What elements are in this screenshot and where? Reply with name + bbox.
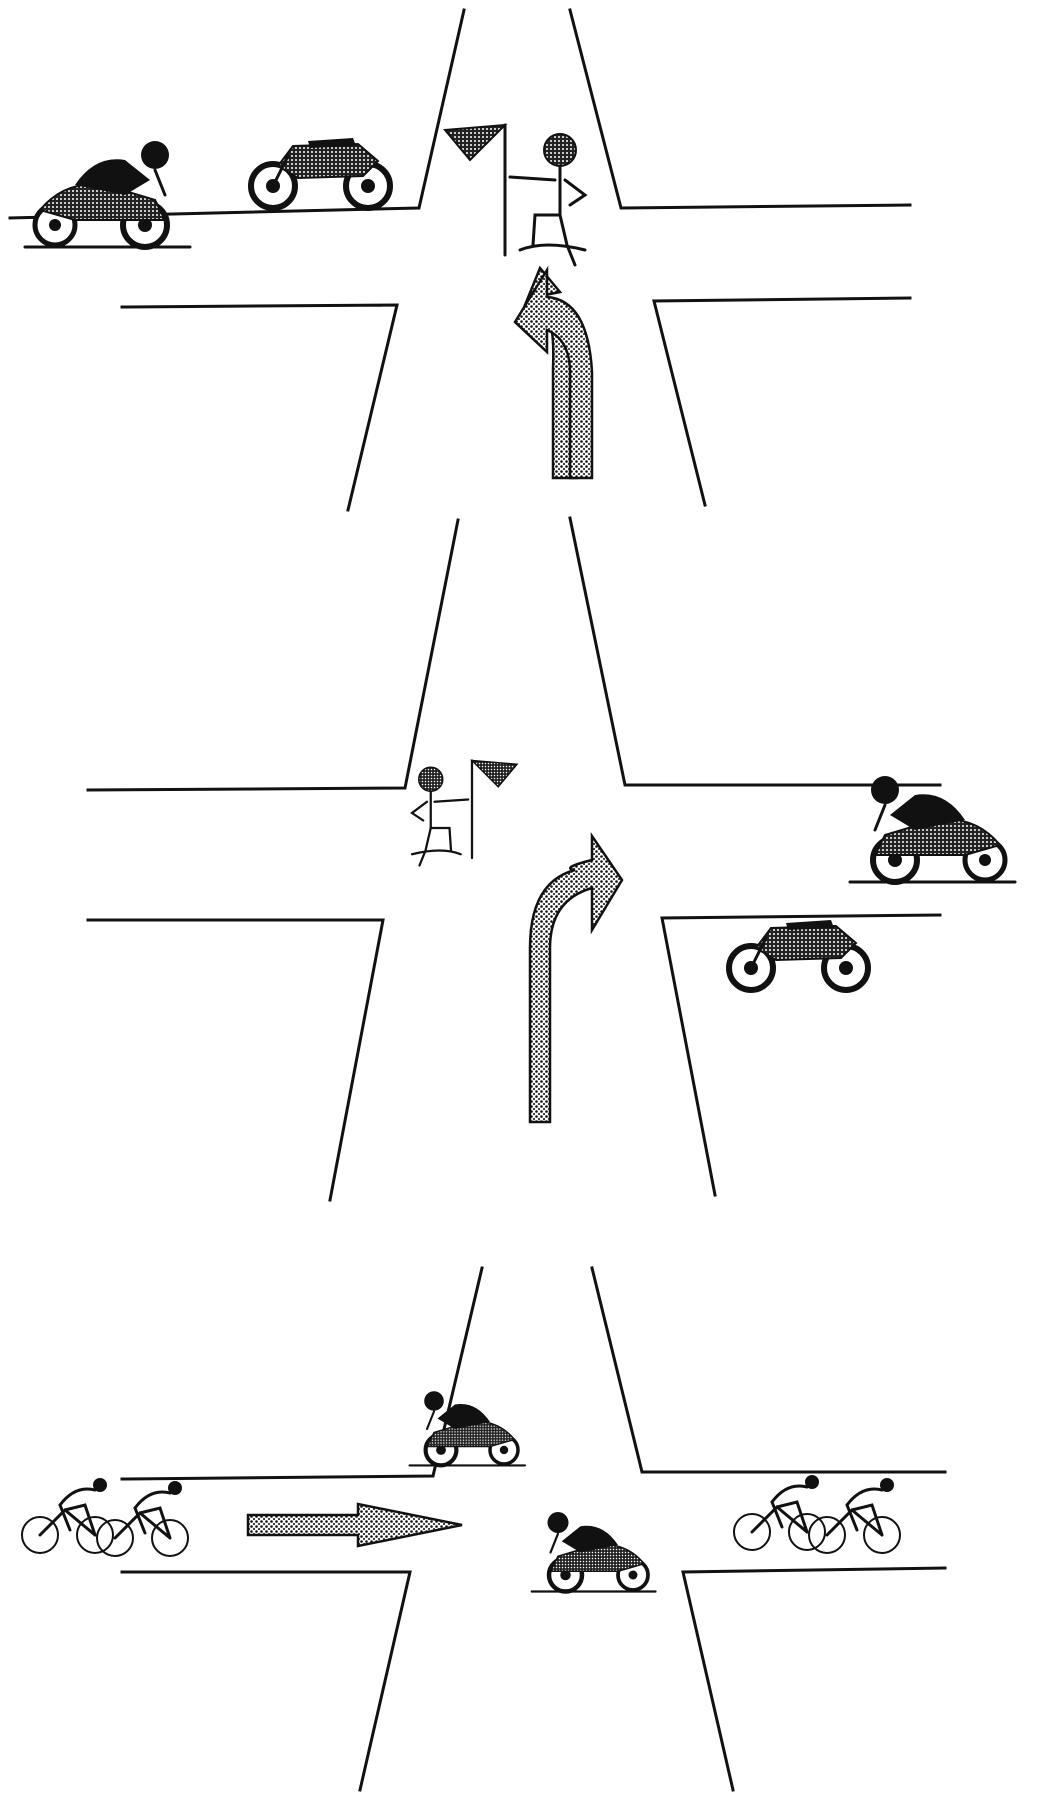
- arrow-icon: [528, 831, 624, 1124]
- motorcycle-icon: [25, 141, 190, 247]
- scene-3: [20, 1266, 947, 1792]
- flag-marshal-icon: [443, 123, 587, 267]
- motorcycle-icon: [251, 138, 390, 208]
- scene-2: [86, 516, 1015, 1202]
- flag-marshal-icon: [410, 759, 519, 867]
- road-scene-1: [8, 8, 912, 512]
- road-scene-2: [86, 516, 942, 1202]
- motorcycle-icon: [850, 776, 1015, 882]
- arrow-icon: [513, 265, 594, 480]
- motorcycle-icon: [410, 1391, 526, 1465]
- bicycle-icon: [732, 1473, 902, 1555]
- arrow-icon: [246, 1502, 463, 1548]
- motorcycle-icon: [729, 920, 868, 990]
- bicycle-icon: [20, 1476, 190, 1558]
- motorcycle-icon: [532, 1512, 656, 1592]
- scene-1: [8, 8, 912, 512]
- road-scene-3: [120, 1266, 947, 1792]
